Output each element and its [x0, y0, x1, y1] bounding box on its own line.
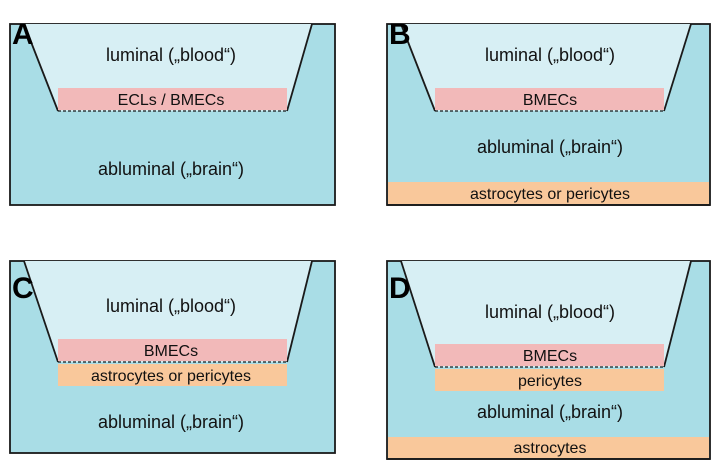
panel-a-membrane-cells-label: ECLs / BMECs: [118, 92, 225, 109]
panel-d-insert-left-wall: [400, 260, 436, 368]
panel-c-membrane-cells-label: BMECs: [144, 343, 198, 360]
panel-c-abluminal-label: abluminal („brain“): [98, 412, 244, 432]
panel-a-membrane-cell-layer: [58, 88, 287, 110]
panel-a: luminal („blood“) ECLs / BMECs abluminal…: [9, 18, 336, 206]
panel-c-insert-left-wall: [23, 260, 59, 363]
panel-c-luminal-insert: [24, 261, 312, 362]
panel-a-luminal-label: luminal („blood“): [106, 45, 236, 65]
panel-d: luminal („blood“) BMECs pericytes ablumi…: [386, 260, 711, 460]
panel-d-membrane-cell-layer: [435, 344, 664, 366]
panel-b-insert-right-wall: [663, 23, 692, 112]
panel-c-under-membrane-cells-label: astrocytes or pericytes: [91, 368, 251, 385]
panel-d-membrane-cells-label: BMECs: [523, 348, 577, 365]
panel-d-luminal-insert: [401, 261, 691, 367]
panel-d-bottom-cell-layer: [388, 437, 709, 458]
panel-c: luminal („blood“) BMECs astrocytes or pe…: [9, 260, 336, 454]
panel-b-bottom-cell-layer: [388, 182, 709, 204]
panel-b-letter: B: [389, 18, 411, 51]
panel-c-letter: C: [12, 272, 34, 305]
panel-c-membrane-cell-layer: [58, 339, 287, 361]
panel-a-abluminal-label: abluminal („brain“): [98, 159, 244, 179]
panel-d-abluminal-label: abluminal („brain“): [477, 402, 623, 422]
panel-b-abluminal-label: abluminal („brain“): [477, 137, 623, 157]
panel-c-insert-right-wall: [286, 260, 313, 363]
panel-d-under-membrane-cells-label: pericytes: [518, 373, 582, 390]
panel-d-letter: D: [389, 272, 411, 305]
panel-b: luminal („blood“) BMECs abluminal („brai…: [386, 18, 711, 206]
panel-d-insert-right-wall: [663, 260, 692, 368]
panel-a-insert-left-wall: [23, 23, 59, 112]
panel-c-luminal-label: luminal („blood“): [106, 296, 236, 316]
panel-b-membrane-cell-layer: [435, 88, 664, 110]
panel-b-membrane-cells-label: BMECs: [523, 92, 577, 109]
panel-d-under-membrane-cell-layer: [435, 369, 664, 391]
panel-b-bottom-cells-label: astrocytes or pericytes: [470, 186, 630, 203]
panel-a-insert-right-wall: [286, 23, 313, 112]
panel-b-insert-left-wall: [400, 23, 436, 112]
panel-b-luminal-label: luminal („blood“): [485, 45, 615, 65]
panel-d-bottom-cells-label: astrocytes: [514, 440, 587, 457]
panel-c-under-membrane-cell-layer: [58, 364, 287, 386]
panel-a-letter: A: [12, 18, 34, 51]
panel-d-luminal-label: luminal („blood“): [485, 302, 615, 322]
